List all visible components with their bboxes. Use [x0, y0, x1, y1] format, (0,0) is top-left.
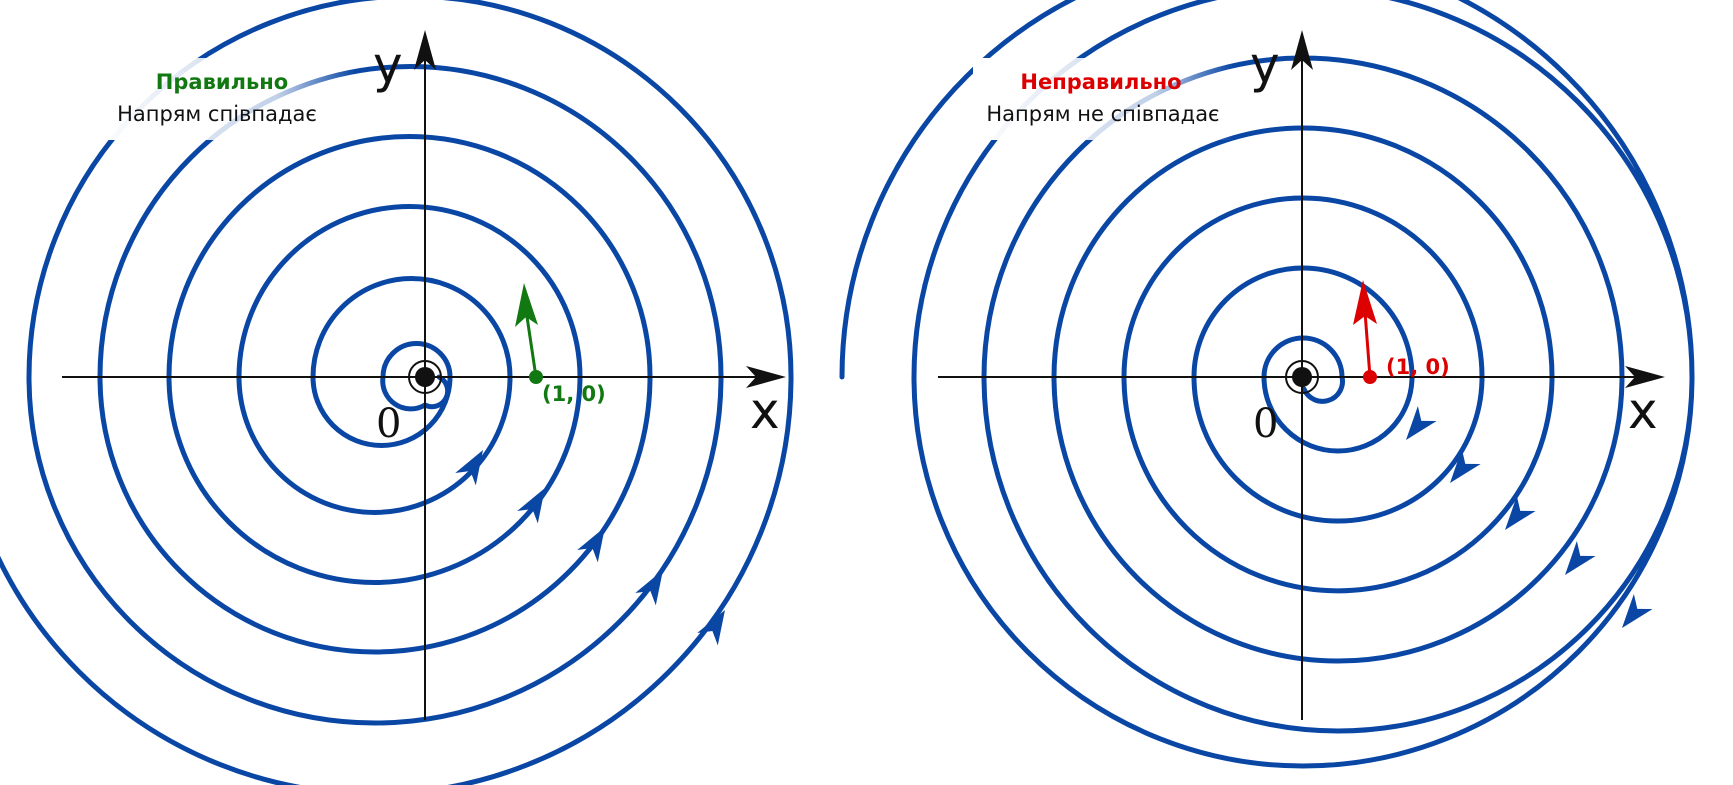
direction-arrowhead	[455, 450, 483, 486]
label-backdrop	[95, 58, 355, 140]
x-axis-arrowhead	[746, 366, 786, 388]
direction-arrows	[455, 450, 725, 646]
x-axis-arrowhead	[1625, 366, 1665, 388]
origin-marker	[1285, 360, 1319, 394]
origin-ring	[408, 360, 442, 394]
origin-dot	[1292, 367, 1312, 387]
x-axis-label: x	[1628, 382, 1658, 440]
verdict-subtitle: Напрям не співпадає	[986, 102, 1219, 126]
direction-arrowhead	[635, 570, 663, 606]
y-axis-label: y	[1250, 36, 1280, 94]
panel-correct: (1, 0) x y 0 Правильно Напрям співпадає	[0, 0, 794, 785]
velocity-vector	[1363, 311, 1372, 378]
origin-ring	[1285, 360, 1319, 394]
point-1-0	[1363, 370, 1377, 384]
direction-arrowhead	[1565, 540, 1596, 575]
coordinate-axes	[938, 30, 1665, 720]
origin-label: 0	[376, 401, 401, 447]
origin-dot	[415, 367, 435, 387]
x-axis-label: x	[750, 382, 780, 440]
direction-arrowhead	[1622, 593, 1653, 628]
direction-arrowhead	[577, 527, 605, 563]
spiral-trajectory	[839, 0, 1695, 769]
velocity-vector-arrowhead	[515, 283, 538, 327]
verdict-title: Правильно	[156, 70, 288, 94]
origin-marker	[408, 360, 442, 394]
origin-label: 0	[1253, 401, 1278, 447]
point-label: (1, 0)	[1386, 355, 1450, 379]
direction-arrows	[1406, 405, 1653, 628]
y-axis-arrowhead	[1291, 30, 1313, 70]
panel-wrong: (1, 0) x y 0 Неправильно Напрям не співп…	[839, 0, 1695, 769]
direction-arrowhead	[1505, 495, 1536, 530]
spiral-trajectory	[0, 0, 794, 785]
verdict-subtitle: Напрям співпадає	[117, 102, 317, 126]
point-1-0	[529, 370, 543, 384]
spiral-curve	[839, 0, 1695, 769]
y-axis-label: y	[373, 36, 403, 94]
direction-arrowhead	[1450, 448, 1481, 483]
coordinate-axes	[62, 30, 786, 720]
velocity-vector-arrowhead	[1353, 280, 1377, 325]
spiral-curve	[0, 0, 794, 785]
direction-arrowhead	[517, 488, 545, 524]
direction-arrowhead	[1406, 405, 1437, 440]
label-backdrop	[973, 58, 1233, 140]
velocity-vector	[524, 309, 538, 378]
y-axis-arrowhead	[414, 30, 436, 70]
direction-arrowhead	[697, 610, 725, 646]
verdict-title: Неправильно	[1020, 70, 1181, 94]
point-label: (1, 0)	[542, 382, 606, 406]
